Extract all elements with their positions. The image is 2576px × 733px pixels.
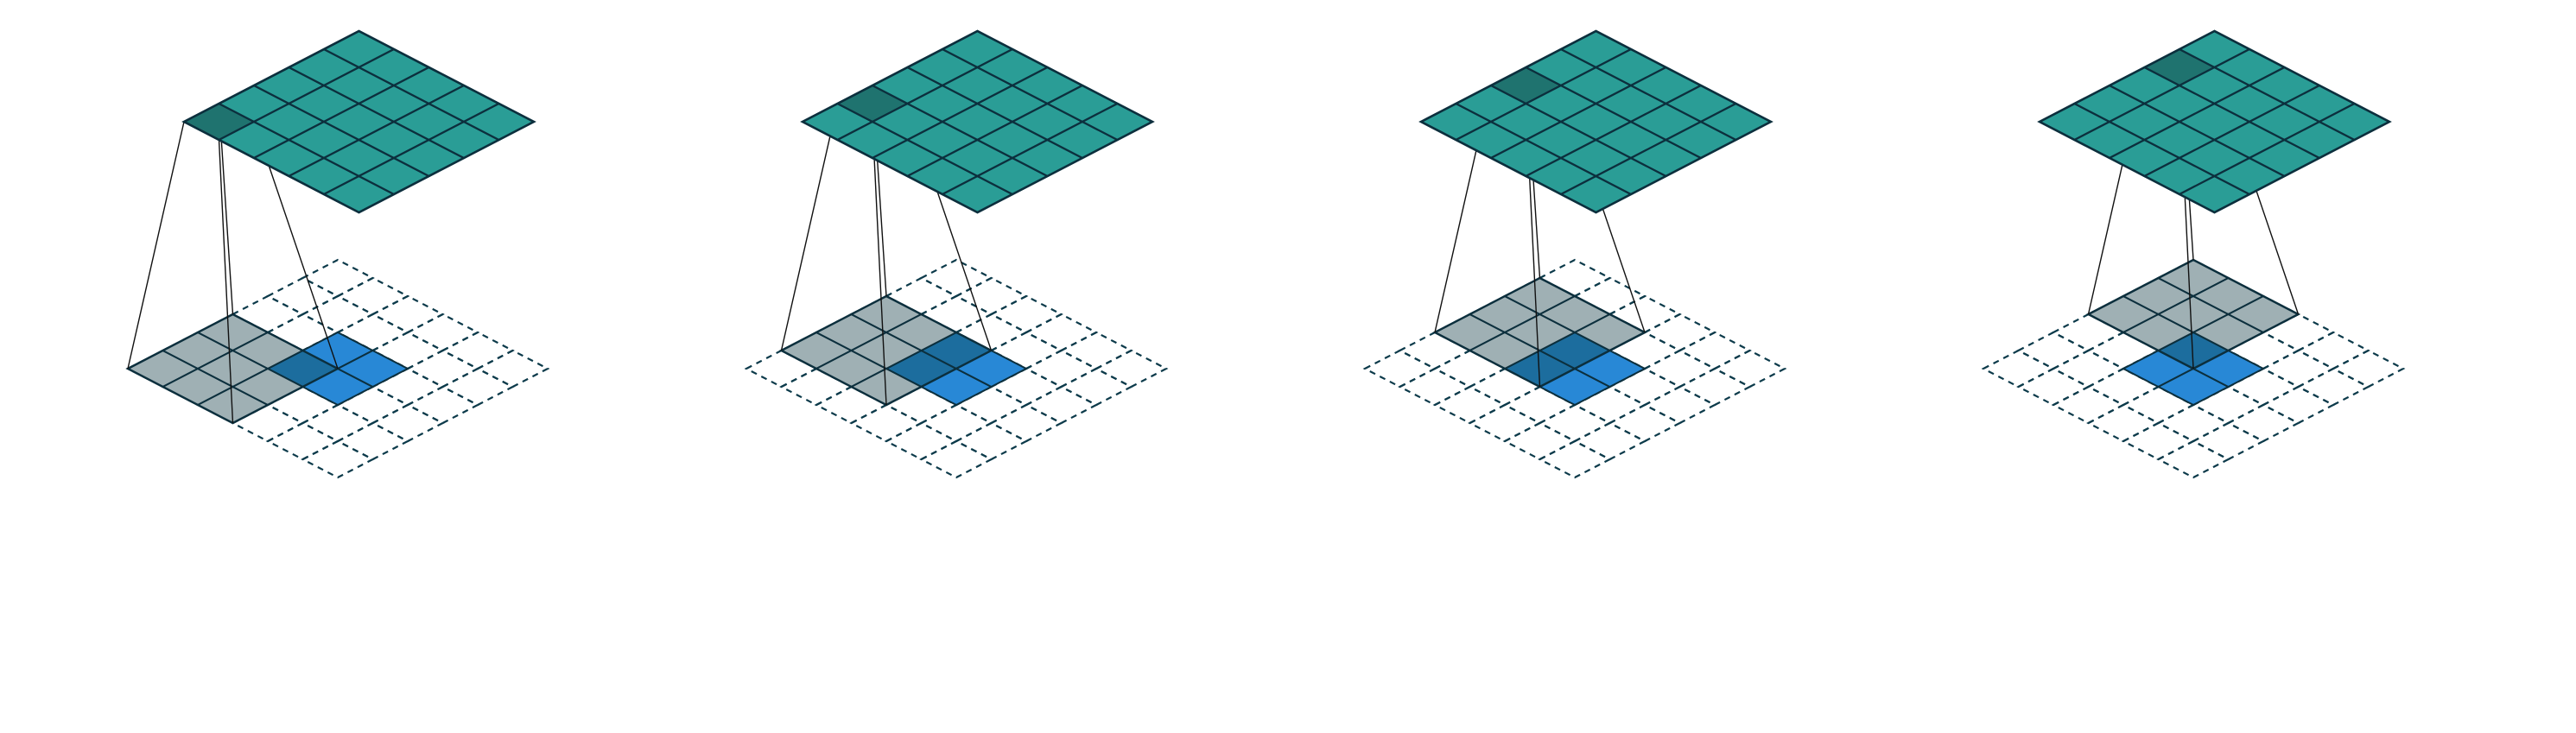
padded-cell	[2261, 349, 2336, 389]
padded-cell	[1024, 349, 1099, 389]
input-cell	[335, 349, 410, 389]
padded-cell	[2296, 367, 2370, 407]
padded-cell	[1502, 421, 1577, 461]
padded-cell	[1538, 403, 1612, 443]
output-outline	[800, 29, 1155, 214]
padded-cell	[475, 349, 550, 389]
padded-cell	[1642, 385, 1717, 425]
output-grid	[1418, 29, 1773, 214]
kernel-window	[778, 294, 994, 407]
padded-cell	[371, 403, 445, 443]
padded-cell	[1059, 367, 1133, 407]
padded-cell	[1468, 403, 1542, 443]
kernel-window	[1432, 276, 1647, 389]
padded-cell	[371, 294, 445, 334]
panel-step-1	[125, 29, 550, 479]
output-outline	[181, 29, 536, 214]
padded-cell	[405, 313, 480, 352]
padded-cell	[265, 276, 340, 316]
padded-cell	[2051, 349, 2126, 389]
padded-cell	[1642, 349, 1717, 389]
padded-cell	[1642, 313, 1717, 352]
padded-cell	[2331, 349, 2406, 389]
padded-cell	[405, 385, 480, 425]
padded-cell	[441, 367, 515, 407]
output-outline	[1418, 29, 1773, 214]
padded-cell	[1362, 349, 1437, 389]
padded-cell	[1094, 349, 1169, 389]
projection-line	[872, 121, 887, 406]
padded-cell	[2296, 331, 2370, 370]
padded-cell	[989, 294, 1063, 334]
padded-cell	[884, 421, 959, 461]
projection-line	[780, 103, 839, 351]
padded-cell	[2191, 421, 2266, 461]
padded-cell	[2156, 403, 2230, 443]
padded-cell	[441, 331, 515, 370]
padded-cell	[1678, 367, 1752, 407]
output-grid	[181, 29, 536, 214]
panel-step-4	[1981, 29, 2406, 479]
padded-cell	[1024, 313, 1099, 352]
padded-cell	[989, 403, 1063, 443]
padded-cell	[1981, 349, 2056, 389]
padded-cell	[919, 439, 993, 479]
padded-cell	[1712, 349, 1787, 389]
padded-cell	[2121, 421, 2196, 461]
projection-line	[218, 139, 234, 424]
padded-cell	[2156, 439, 2230, 479]
padded-cell	[2226, 403, 2300, 443]
padded-cell	[1608, 403, 1682, 443]
panel-step-2	[744, 29, 1169, 479]
padded-cell	[1538, 439, 1612, 479]
padded-cell	[335, 276, 410, 316]
padded-cell	[301, 258, 375, 298]
padded-cell	[1398, 367, 1472, 407]
panel-step-3	[1362, 29, 1787, 479]
projection-line	[127, 121, 185, 370]
padded-cell	[1024, 385, 1099, 425]
output-grid	[800, 29, 1155, 214]
padded-cell	[2051, 385, 2126, 425]
padded-cell	[919, 403, 993, 443]
padded-cell	[301, 403, 375, 443]
kernel-window	[125, 313, 340, 425]
padded-cell	[919, 258, 993, 298]
padded-cell	[954, 276, 1029, 316]
kernel-window	[2085, 258, 2301, 370]
padded-cell	[405, 349, 480, 389]
padded-cell	[1059, 331, 1133, 370]
padded-cell	[2016, 367, 2091, 407]
padded-cell	[1572, 421, 1647, 461]
padded-cell	[2016, 331, 2091, 370]
output-grid	[2037, 29, 2392, 214]
padded-cell	[1432, 385, 1507, 425]
padded-cell	[849, 403, 923, 443]
padded-cell	[265, 421, 340, 461]
padded-cell	[954, 421, 1029, 461]
padded-cell	[2261, 385, 2336, 425]
output-outline	[2037, 29, 2392, 214]
padded-cell	[1678, 331, 1752, 370]
padded-cell	[335, 421, 410, 461]
padded-cell	[301, 294, 375, 334]
padded-cell	[301, 439, 375, 479]
padded-cell	[2086, 403, 2160, 443]
